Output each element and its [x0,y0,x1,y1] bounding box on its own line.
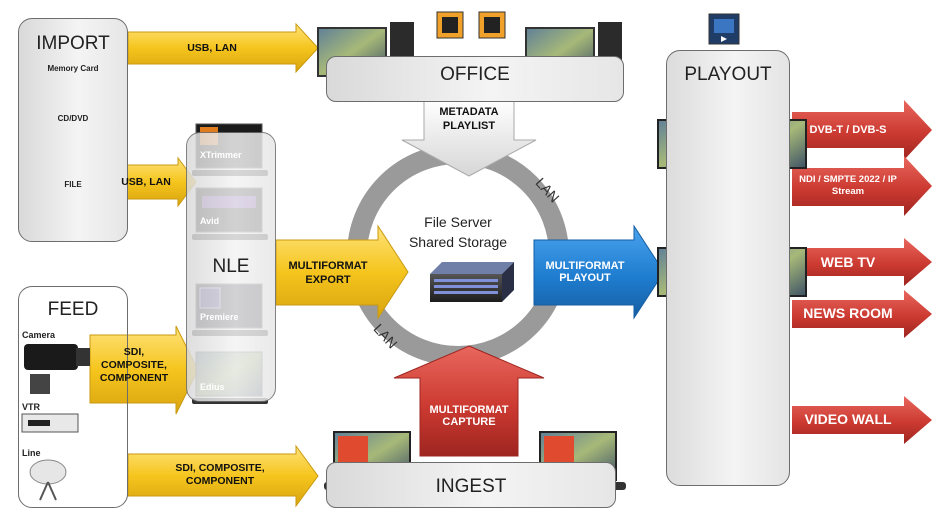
output-label-videowall: VIDEO WALL [804,411,892,427]
camera-icon [24,344,90,394]
output-arrow-ndi [792,156,932,216]
output-arrow-newsroom [792,290,932,338]
office-app-icon-xtrimmer [436,11,464,39]
import-title: IMPORT [36,33,110,54]
office-panel [326,56,624,102]
output-label-dvb: DVB-T / DVB-S [809,124,887,136]
usb-lan-office-arrow [127,22,319,74]
nle-title: NLE [212,256,250,277]
feed-ingest-label: SDI, COMPOSITE, COMPONENT [175,462,265,488]
output-label-webtv: WEB TV [820,254,876,270]
multiformat-capture-arrow [393,345,545,457]
output-arrow-webtv [792,238,932,286]
output-arrow-dvb [792,100,932,160]
feed-title: FEED [47,299,99,320]
ingest-panel [326,462,616,508]
nle-app-label: XTrimmer [200,150,242,160]
multiformat-export-arrow [275,224,409,320]
playout-panel [666,50,790,486]
vtr-label: VTR [22,402,40,412]
ingest-title: INGEST [435,476,507,497]
feed-nle-label: SDI, COMPOSITE, COMPONENT [99,346,169,385]
feed-ingest-arrow [127,444,319,508]
import-panel: IMPORT Memory Card CD/DVD FILE [18,18,128,242]
vtr-icon [21,413,79,433]
playout-title: PLAYOUT [684,64,772,85]
camera-label: Camera [22,330,56,340]
nle-panel [186,132,276,402]
multiformat-export-label: MULTIFORMAT EXPORT [288,260,368,286]
nle-app-label: Avid [200,216,220,226]
playout-app-icon [708,13,740,45]
cd-dvd-label: CD/DVD [57,114,89,123]
satellite-dish-icon [29,459,67,501]
output-label-newsroom: NEWS ROOM [803,305,893,321]
office-app-icon-clip [478,11,506,39]
output-arrow-videowall [792,396,932,444]
feed-panel: FEED [18,286,128,508]
nle-app-label: Edius [200,382,225,392]
office-title: OFFICE [440,64,510,85]
server-icon [430,262,514,302]
nle-app-label: Premiere [200,312,239,322]
multiformat-playout-arrow [533,224,665,320]
file-label: FILE [64,180,82,189]
usb-lan-nle-label: USB, LAN [121,176,171,188]
output-label-ndi: NDI / SMPTE 2022 / IP Stream [799,174,897,198]
usb-lan-office-label: USB, LAN [187,42,237,54]
memory-card-label: Memory Card [47,64,99,73]
multiformat-playout-label: MULTIFORMAT PLAYOUT [545,260,625,284]
server-label-line2: Shared Storage [408,234,508,250]
metadata-playlist-label: METADATA PLAYLIST [439,106,499,132]
line-label: Line [22,448,41,458]
multiformat-capture-label: MULTIFORMAT CAPTURE [429,404,509,428]
metadata-playlist-arrow [401,99,537,177]
server-label-line1: File Server [424,214,492,230]
